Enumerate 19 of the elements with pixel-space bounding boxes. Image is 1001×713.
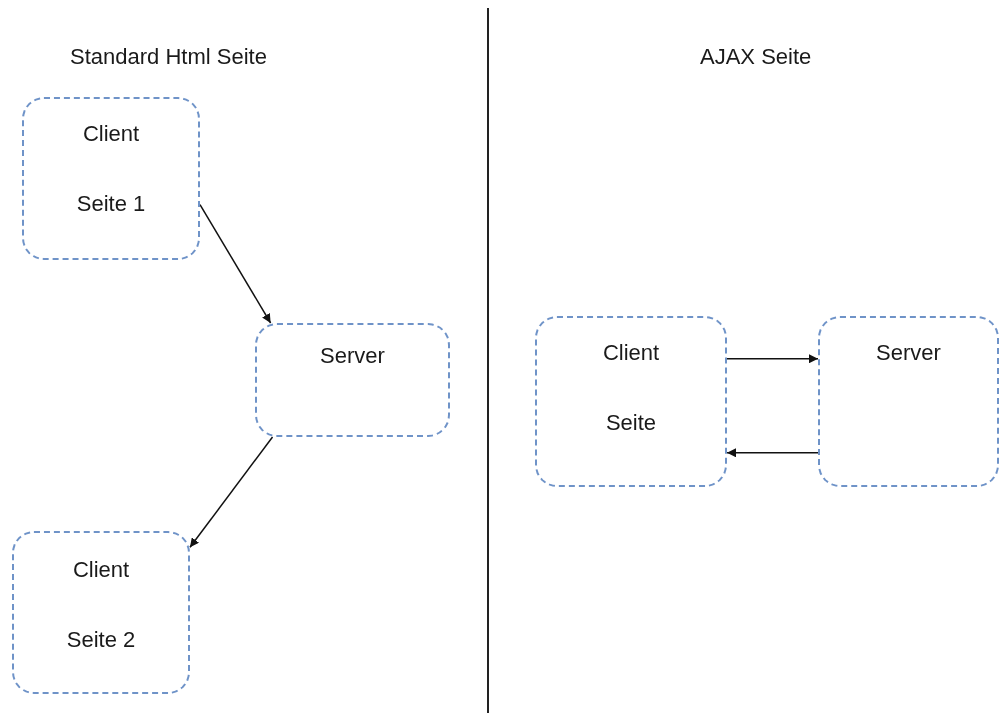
dashed-box bbox=[818, 316, 999, 487]
arrow bbox=[726, 354, 819, 364]
arrow bbox=[189, 436, 274, 549]
node-label: Seite bbox=[605, 410, 657, 436]
arrow bbox=[199, 203, 272, 324]
node-label: Seite 1 bbox=[76, 191, 146, 217]
node-label: Client bbox=[602, 340, 660, 366]
node-label: Server bbox=[876, 340, 941, 366]
node-label: Client bbox=[72, 557, 130, 583]
dashed-box bbox=[255, 323, 450, 437]
node-label: Seite 2 bbox=[66, 627, 136, 653]
panel-heading: AJAX Seite bbox=[700, 44, 812, 70]
dashed-box bbox=[12, 531, 190, 694]
dashed-box bbox=[535, 316, 727, 487]
panel-heading: Standard Html Seite bbox=[70, 44, 267, 70]
arrow bbox=[726, 448, 819, 458]
node-label: Client bbox=[82, 121, 140, 147]
node-label: Server bbox=[320, 343, 385, 369]
dashed-box bbox=[22, 97, 200, 260]
